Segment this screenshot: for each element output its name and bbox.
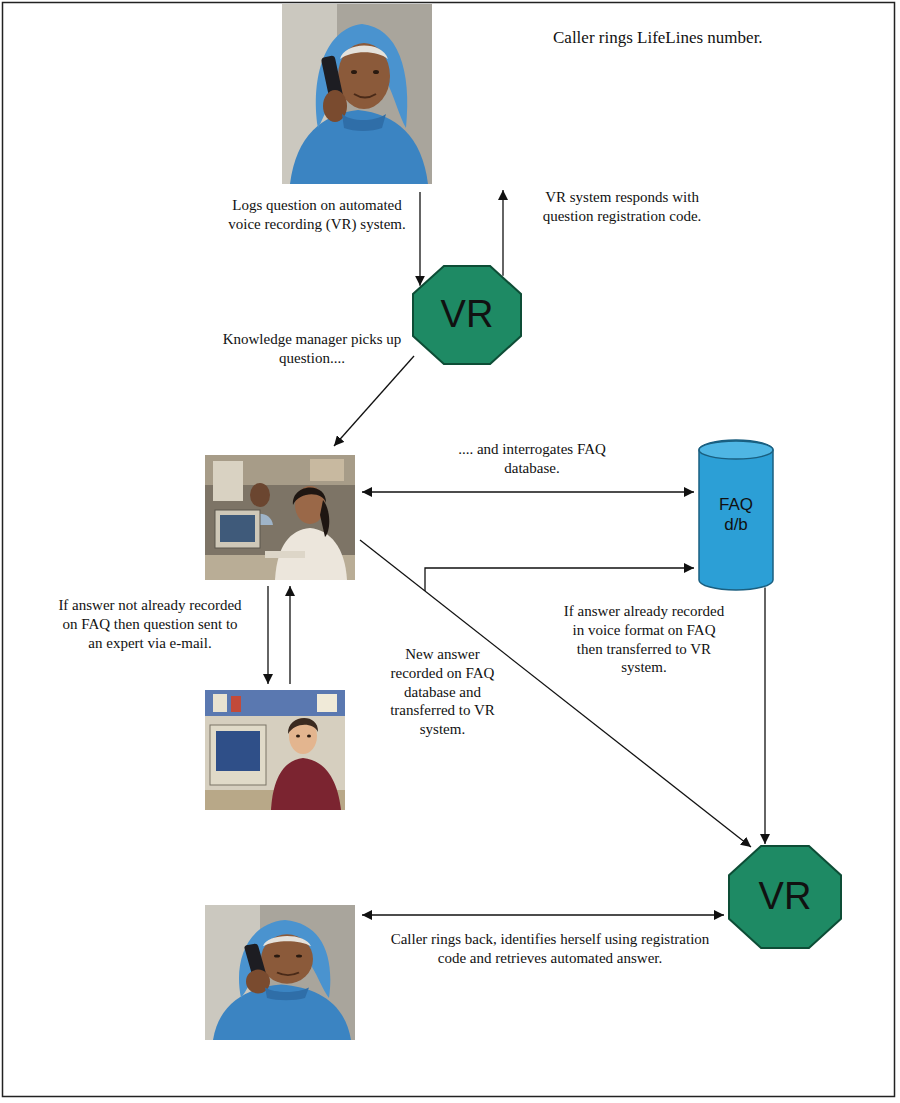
knowledge-manager-photo	[215, 510, 260, 548]
caller-photo: Caller rings LifeLines number.	[282, 4, 432, 184]
knowledge-manager-photo	[205, 455, 355, 580]
expert-photo	[271, 758, 341, 810]
step-note: Caller rings back, identifies herself us…	[385, 930, 715, 968]
step-note: If answer not already recorded on FAQ th…	[55, 596, 245, 652]
step-note: .... and interrogates FAQ database.	[432, 440, 632, 478]
octagon-shape	[729, 846, 841, 948]
cylinder-top	[699, 441, 773, 459]
flow-arrow	[425, 568, 694, 591]
expert-photo	[296, 735, 300, 738]
edge-label: If answer already recorded in voice form…	[558, 602, 730, 677]
note-box: New answer recorded on FAQ database and …	[385, 645, 500, 739]
database-name: FAQ d/b	[710, 495, 762, 534]
frame-border	[3, 3, 895, 1097]
flow-arrow	[267, 586, 268, 684]
flow-arrow	[362, 914, 724, 915]
expert-photo	[205, 690, 345, 810]
expert-photo	[213, 694, 227, 712]
flow-arrow	[360, 540, 751, 847]
step-note: Knowledge manager picks up question....	[222, 330, 402, 368]
knowledge-manager-photo	[293, 487, 326, 505]
edge-label-box: VR system responds with question registr…	[522, 188, 722, 226]
note-box: Caller rings back, identifies herself us…	[385, 930, 715, 968]
step-heading: Caller rings LifeLines number.	[553, 28, 873, 48]
knowledge-manager-photo	[250, 483, 270, 507]
note-box: Knowledge manager picks up question....	[222, 330, 402, 368]
knowledge-manager-photo	[213, 461, 243, 501]
note-box: If answer not already recorded on FAQ th…	[55, 596, 245, 652]
expert-photo	[210, 725, 266, 785]
edge-label-box: If answer already recorded in voice form…	[558, 602, 730, 677]
expert-photo	[231, 696, 241, 712]
flow-connector	[502, 190, 503, 276]
flow-connector	[419, 192, 420, 286]
vr-octagon: VR	[728, 845, 842, 949]
knowledge-manager-photo	[320, 500, 329, 537]
knowledge-manager-photo	[310, 459, 344, 481]
caller-photo	[282, 4, 432, 184]
octagon-shape	[413, 266, 521, 364]
expert-photo	[216, 731, 260, 771]
expert-photo	[205, 690, 345, 716]
flow-arrow	[362, 491, 694, 492]
flow-arrow	[289, 586, 290, 684]
step-note: New answer recorded on FAQ database and …	[385, 645, 500, 739]
vr-name: VR	[441, 293, 494, 337]
edge-label-box: Logs question on automated voice recordi…	[222, 196, 412, 234]
expert-photo	[317, 694, 337, 712]
expert-photo	[205, 690, 345, 810]
faq-database: FAQ d/b	[698, 440, 774, 590]
edge-label: VR system responds with question registr…	[522, 188, 722, 226]
caller-photo	[205, 905, 355, 1040]
vr-octagon: VR	[412, 265, 522, 365]
cylinder-body	[699, 440, 773, 590]
vr-name: VR	[759, 875, 812, 919]
flow-arrow	[268, 356, 751, 915]
note-box: .... and interrogates FAQ database.	[432, 440, 632, 478]
edge-label: Logs question on automated voice recordi…	[222, 196, 412, 234]
flow-connector	[764, 587, 765, 844]
expert-photo	[307, 735, 311, 738]
knowledge-manager-photo	[265, 551, 305, 558]
expert-photo	[288, 718, 318, 734]
flow-arrow	[334, 356, 414, 446]
knowledge-manager-photo	[220, 515, 255, 542]
knowledge-manager-photo	[205, 455, 355, 580]
